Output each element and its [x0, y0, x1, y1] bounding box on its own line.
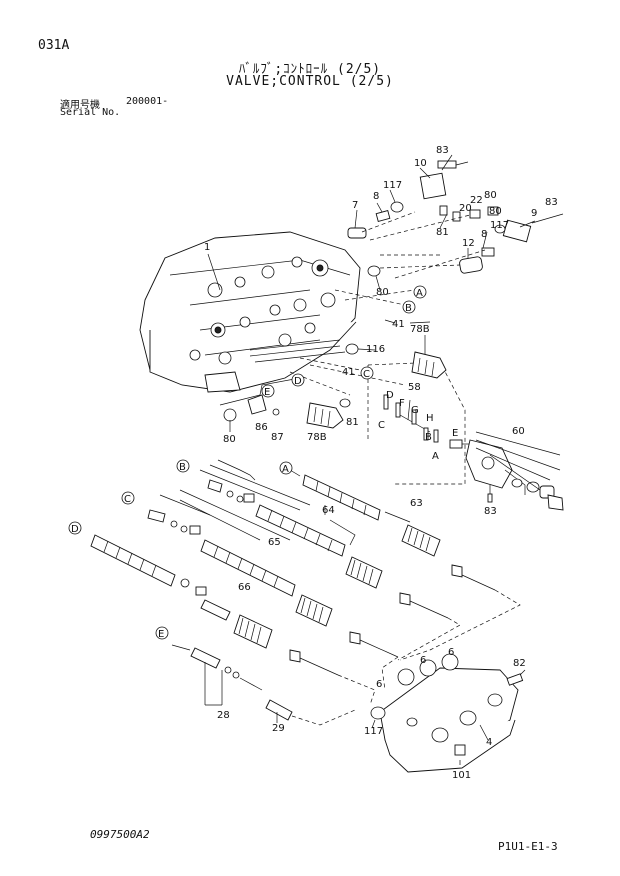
ref-marker-b-top-label: B: [405, 303, 412, 314]
callout-12: 12: [462, 238, 475, 249]
ref-marker-e-label: E: [158, 629, 164, 640]
ref-marker-b-top: [402, 300, 416, 314]
serial-label-english: Serial No.: [60, 107, 121, 118]
ref-marker-a: [279, 461, 293, 475]
callout-116: 116: [366, 344, 385, 355]
spool-group-b: [207, 459, 256, 503]
reference-markers: A B C D E B A C D E: [68, 285, 427, 640]
serial-value: 200001-: [126, 96, 169, 107]
sub-label-f: F: [399, 398, 405, 409]
document-code: 0997500A2: [90, 828, 150, 841]
callout-9: 9: [531, 208, 537, 219]
callout-29: 29: [272, 723, 285, 734]
ref-marker-d-top-label: D: [294, 376, 302, 387]
callout-8-right: 8: [481, 229, 487, 240]
callout-41-mid: 41: [342, 367, 355, 378]
ref-marker-e-top: [261, 384, 275, 398]
callout-117-low: 117: [364, 726, 383, 737]
ref-marker-d-top: [291, 373, 305, 387]
callout-80-mid: 80: [376, 287, 389, 298]
callout-81-low: 81: [346, 417, 359, 428]
ref-marker-a-top-label: A: [416, 288, 423, 299]
callout-6-a: 6: [448, 647, 454, 658]
sub-label-g: G: [411, 405, 419, 416]
top-fittings: [345, 160, 564, 355]
sub-label-d: D: [386, 390, 394, 401]
sub-label-a: A: [432, 451, 439, 462]
callout-22: 22: [470, 195, 483, 206]
leader-lines-lower: [179, 464, 521, 726]
callout-64: 64: [322, 505, 335, 516]
ref-marker-c-top-label: C: [363, 369, 370, 380]
callout-63: 63: [410, 498, 423, 509]
serial-label-japanese: 適用号機: [60, 100, 100, 111]
callout-78b-low: 78B: [307, 432, 327, 443]
callout-83-top: 83: [436, 145, 449, 156]
callout-83-low: 83: [484, 506, 497, 517]
callout-65: 65: [268, 537, 281, 548]
callout-7: 7: [352, 200, 358, 211]
spool-group-64: [255, 504, 449, 619]
callout-81-top: 81: [436, 227, 449, 238]
callout-80-left: 80: [223, 434, 236, 445]
page-code: P1U1-E1-3: [498, 840, 558, 853]
callout-80-right: 80: [489, 206, 502, 217]
cartridge-78b-upper: [411, 351, 447, 379]
sub-label-h: H: [426, 413, 434, 424]
ref-marker-e-top-label: E: [264, 387, 270, 398]
callout-28: 28: [217, 710, 230, 721]
solenoid-sub-labels: D F G H C A E B: [378, 390, 458, 462]
callout-20: 20: [459, 203, 472, 214]
spool-group-e: [171, 644, 293, 723]
callout-117-top: 117: [383, 180, 402, 191]
callout-58: 58: [408, 382, 421, 393]
spool-group-d: [90, 534, 207, 596]
callout-4: 4: [486, 737, 492, 748]
ref-marker-b: [176, 459, 190, 473]
callout-80-top: 80: [484, 190, 497, 201]
callout-101: 101: [452, 770, 471, 781]
callout-6-b: 6: [420, 655, 426, 666]
callout-10: 10: [414, 158, 427, 169]
ref-marker-d-label: D: [71, 524, 79, 535]
callout-117-right: 117: [490, 220, 509, 231]
ref-marker-e: [155, 626, 169, 640]
sub-label-b: B: [425, 432, 432, 443]
callout-66: 66: [238, 582, 251, 593]
callout-87: 87: [271, 432, 284, 443]
ref-marker-a-top: [413, 285, 427, 299]
ref-marker-b-label: B: [179, 462, 186, 473]
callout-8-top: 8: [373, 191, 379, 202]
ref-marker-c: [121, 491, 135, 505]
ref-marker-d: [68, 521, 82, 535]
callout-60: 60: [512, 426, 525, 437]
callout-78b-top: 78B: [410, 324, 430, 335]
ref-marker-c-label: C: [124, 494, 131, 505]
valve-body-lower: [370, 653, 526, 773]
callout-82: 82: [513, 658, 526, 669]
spool-group-66: [200, 599, 339, 676]
spool-group-a: [289, 469, 496, 591]
callout-41-top: 41: [392, 319, 405, 330]
spool-group-65: [200, 539, 399, 658]
part-callouts: 1 83 10 117 8 7 81 80 22 20 80 83 9 117 …: [204, 145, 558, 781]
leader-lines-top: [207, 154, 536, 396]
title-japanese: ﾊﾞﾙﾌﾞ;ｺﾝﾄﾛｰﾙ (2/5): [238, 62, 382, 77]
spool-group-c: [147, 494, 211, 535]
solenoid-valve-60: [465, 431, 564, 511]
callout-86: 86: [255, 422, 268, 433]
title-english: VALVE;CONTROL (2/5): [226, 74, 394, 89]
sub-label-e: E: [452, 428, 458, 439]
sub-label-c: C: [378, 420, 385, 431]
ref-marker-a-label: A: [282, 464, 289, 475]
callout-83-right: 83: [545, 197, 558, 208]
cartridge-78b-lower: [219, 377, 351, 432]
page-id: 031A: [38, 38, 70, 53]
callout-6-c: 6: [376, 679, 382, 690]
valve-body-main: [139, 231, 361, 393]
ref-marker-c-top: [360, 366, 374, 380]
callout-1: 1: [204, 242, 210, 253]
